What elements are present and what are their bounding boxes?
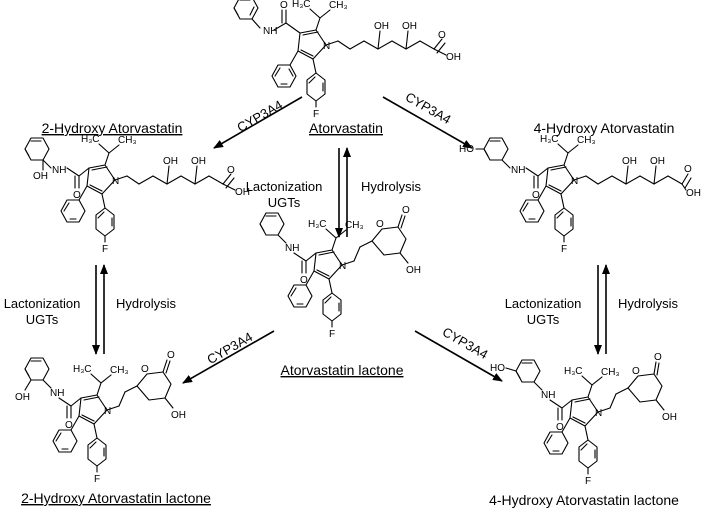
atom-ch3: CH₃ <box>110 365 129 376</box>
atom-o: O <box>300 275 308 286</box>
atom-n: N <box>323 41 330 52</box>
atom-oh: OH <box>686 188 701 199</box>
enzyme-label-cyp3a4: CYP3A4 <box>403 89 454 127</box>
compound-label-2-hydroxy-atorvastatin: 2-Hydroxy Atorvastatin <box>42 120 183 136</box>
atom-n: N <box>595 408 602 419</box>
atom-n: N <box>339 261 346 272</box>
arrow-to-2-hydroxy-lactone <box>182 330 275 384</box>
arrow-to-4-hydroxy <box>382 96 473 149</box>
structure-atorvastatin: N NH O H₃C CH₃ F OH OH O OH <box>233 0 461 120</box>
arrow-to-2-hydroxy <box>213 96 303 149</box>
atom-o: O <box>73 190 81 201</box>
compound-label-4-hydroxy-atorvastatin-lactone: 4-Hydroxy Atorvastatin lactone <box>489 492 679 508</box>
reaction-label-lactonization: Lactonization <box>505 296 582 311</box>
compound-label-atorvastatin: Atorvastatin <box>309 120 383 136</box>
atom-o: O <box>141 364 149 375</box>
reaction-label-ugts: UGTs <box>26 312 59 327</box>
atom-h3c: H₃C <box>81 134 100 145</box>
atom-ho: HO <box>459 144 474 155</box>
atom-h3c: H₃C <box>564 366 583 377</box>
atom-ch3: CH₃ <box>329 0 348 11</box>
atom-f: F <box>585 476 591 487</box>
atom-o: O <box>438 30 446 41</box>
atom-n: N <box>571 176 578 187</box>
atom-ch3: CH₃ <box>577 135 596 146</box>
atom-f: F <box>329 329 335 340</box>
atom-o: O <box>227 165 235 176</box>
atom-n: N <box>112 176 119 187</box>
atom-ch3: CH₃ <box>345 220 364 231</box>
structure-2-hydroxy-atorvastatin: N NH O OH H₃C CH₃ F OH OH O OH <box>24 134 250 255</box>
atom-n: N <box>104 406 111 417</box>
atom-o: O <box>684 164 692 175</box>
atom-nh: NH <box>285 243 299 254</box>
atom-o: O <box>632 366 640 377</box>
atom-oh: OH <box>402 21 417 32</box>
compound-label-4-hydroxy-atorvastatin: 4-Hydroxy Atorvastatin <box>534 120 675 136</box>
atom-nh: NH <box>541 390 555 401</box>
reaction-arrows <box>92 96 610 384</box>
reaction-label-hydrolysis: Hydrolysis <box>361 179 421 194</box>
enzyme-label-cyp3a4: CYP3A4 <box>204 329 255 367</box>
atom-oh: OH <box>235 187 250 198</box>
reaction-label-hydrolysis: Hydrolysis <box>116 296 176 311</box>
atom-oh: OH <box>446 52 461 63</box>
enzyme-label-cyp3a4: CYP3A4 <box>440 324 491 362</box>
arrow-to-4-hydroxy-lactone <box>414 330 503 382</box>
reaction-label-lactonization: Lactonization <box>246 179 323 194</box>
atom-ch3: CH₃ <box>118 135 137 146</box>
atom-oh: OH <box>171 410 186 421</box>
atom-o: O <box>167 350 175 361</box>
atom-nh: NH <box>52 165 66 176</box>
atom-oh: OH <box>662 412 677 423</box>
atom-oh: OH <box>191 156 206 167</box>
reaction-label-ugts: UGTs <box>527 312 560 327</box>
atom-o: O <box>280 0 288 11</box>
structure-4-hydroxy-atorvastatin-lactone: N NH O HO H₃C CH₃ F O O OH <box>490 352 677 487</box>
atom-f: F <box>561 244 567 255</box>
atom-oh: OH <box>33 171 48 182</box>
atom-h3c: H₃C <box>540 134 559 145</box>
atom-f: F <box>313 109 319 120</box>
atom-ho: HO <box>490 363 505 374</box>
atom-oh: OH <box>15 392 30 403</box>
atom-ch3: CH₃ <box>601 367 620 378</box>
compound-label-2-hydroxy-atorvastatin-lactone: 2-Hydroxy Atorvastatin lactone <box>21 490 211 506</box>
atom-f: F <box>94 474 100 485</box>
atom-h3c: H₃C <box>308 219 327 230</box>
atom-nh: NH <box>50 388 64 399</box>
reaction-label-lactonization: Lactonization <box>4 296 81 311</box>
atom-o: O <box>556 422 564 433</box>
atom-o: O <box>654 352 662 363</box>
atom-h3c: H₃C <box>292 0 311 10</box>
atom-o: O <box>376 219 384 230</box>
structure-2-hydroxy-atorvastatin-lactone: N NH O OH H₃C CH₃ F O O OH <box>15 350 186 485</box>
enzyme-label-cyp3a4: CYP3A4 <box>234 97 285 135</box>
atom-oh: OH <box>406 265 421 276</box>
atom-nh: NH <box>263 26 277 37</box>
reaction-label-hydrolysis: Hydrolysis <box>618 296 678 311</box>
atom-oh: OH <box>374 21 389 32</box>
atom-oh: OH <box>163 156 178 167</box>
atom-f: F <box>102 244 108 255</box>
structure-atorvastatin-lactone: N NH O H₃C CH₃ F O O OH <box>259 205 421 340</box>
structure-4-hydroxy-atorvastatin: N NH O HO H₃C CH₃ F OH OH O OH <box>459 134 701 255</box>
reaction-label-ugts: UGTs <box>268 195 301 210</box>
atom-o: O <box>402 205 410 216</box>
atom-o: O <box>532 190 540 201</box>
atom-o: O <box>65 420 73 431</box>
atom-nh: NH <box>511 165 525 176</box>
compound-label-atorvastatin-lactone: Atorvastatin lactone <box>281 362 404 378</box>
atom-oh: OH <box>622 156 637 167</box>
atom-h3c: H₃C <box>73 364 92 375</box>
atom-oh: OH <box>650 156 665 167</box>
